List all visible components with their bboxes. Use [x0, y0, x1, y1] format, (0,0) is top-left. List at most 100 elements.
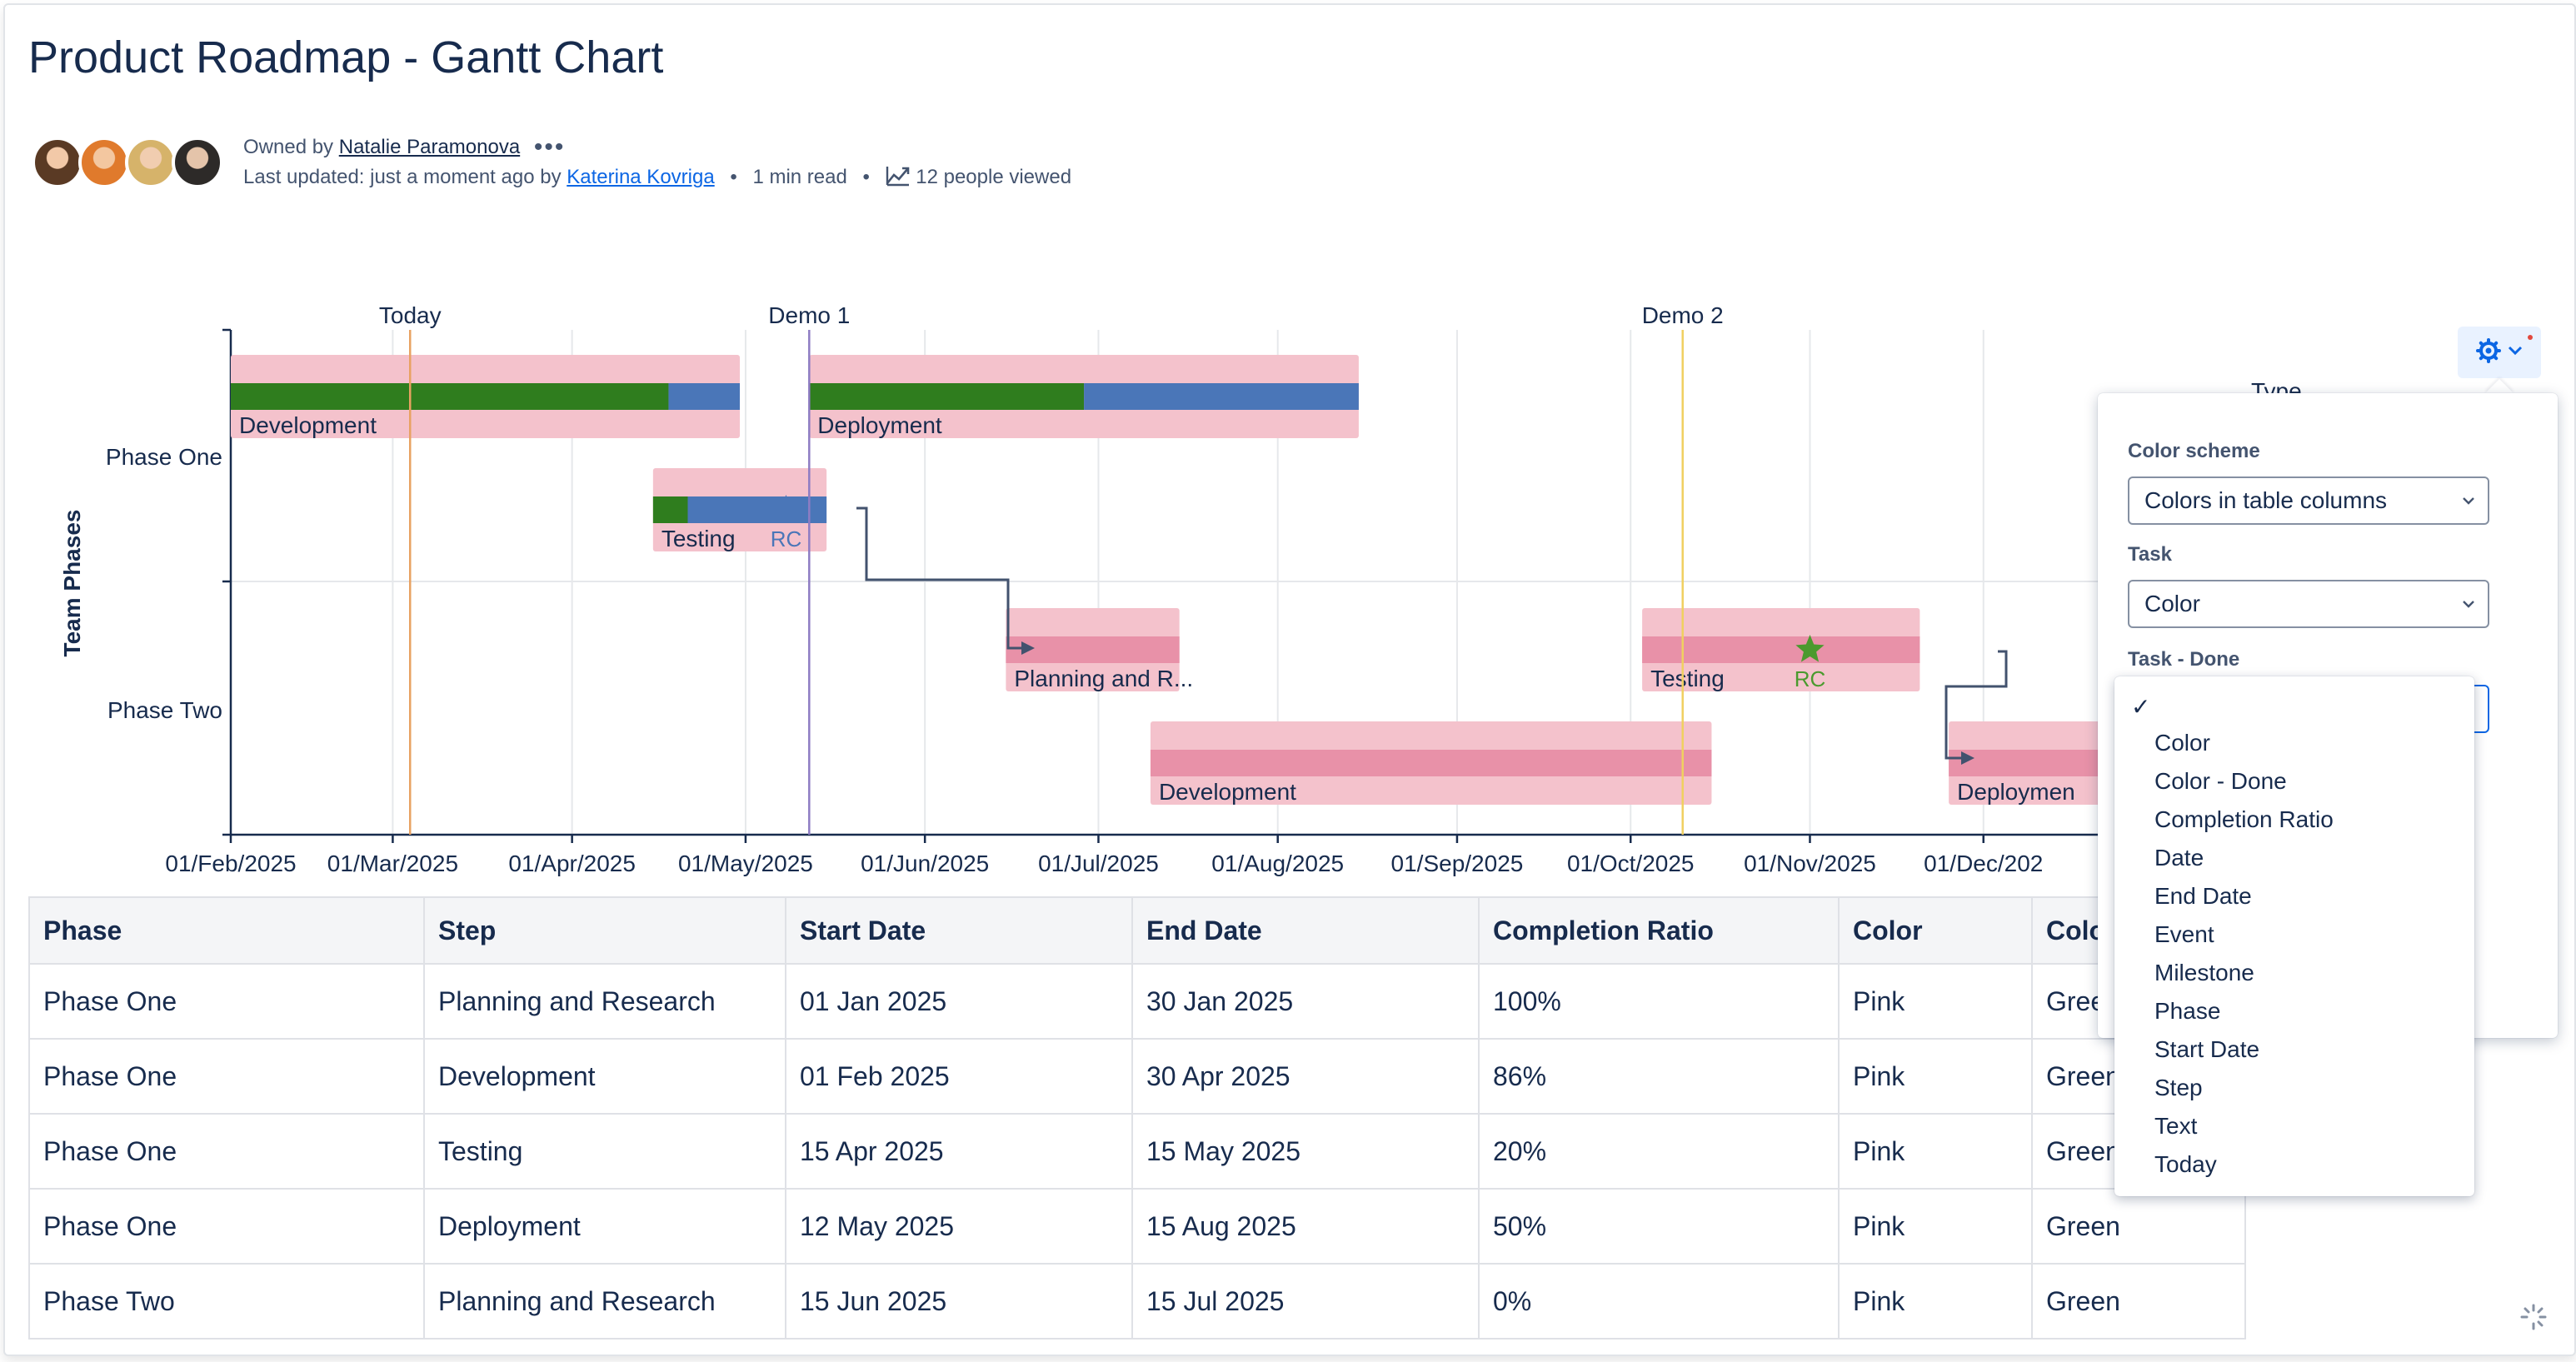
dropdown-option[interactable]: Completion Ratio	[2154, 806, 2334, 832]
dropdown-option[interactable]: Text	[2154, 1113, 2198, 1139]
milestone-star-icon	[1795, 635, 1825, 662]
task-label: Task	[2128, 543, 2172, 566]
owner-line: Owned by Natalie Paramonova •••	[243, 133, 565, 162]
x-tick-label: 01/Nov/2025	[1744, 851, 1876, 876]
view-count[interactable]: 12 people viewed	[916, 166, 1072, 188]
updated-line: Last updated: just a moment ago by Kater…	[243, 165, 1071, 192]
task-color-value: Color	[2144, 591, 2200, 616]
table-cell: 01 Feb 2025	[785, 1038, 1133, 1115]
arrow-head-icon	[1021, 641, 1035, 655]
bar-label: Testing	[661, 526, 736, 551]
task-done-label: Task - Done	[2128, 648, 2240, 671]
dropdown-option[interactable]: Date	[2154, 845, 2204, 871]
dropdown-option[interactable]: Phase	[2154, 998, 2221, 1024]
table-cell: Phase One	[28, 1113, 425, 1190]
bar-label: Testing	[1650, 666, 1725, 691]
chevron-down-icon	[2461, 581, 2476, 643]
bar-label: Planning and R...	[1014, 666, 1193, 691]
table-cell: Planning and Research	[423, 1263, 786, 1340]
bar-remaining	[668, 383, 740, 410]
table-header[interactable]: Start Date	[785, 896, 1133, 965]
owner-link[interactable]: Natalie Paramonova	[338, 136, 521, 158]
table-cell: Pink	[1838, 1038, 2033, 1115]
dropdown-option[interactable]: Today	[2154, 1151, 2217, 1177]
table-cell: Development	[423, 1038, 786, 1115]
bar-label: Development	[239, 412, 377, 438]
table-row: Phase One Planning and Research 01 Jan 2…	[28, 963, 2246, 1040]
table-header-row: Phase Step Start Date End Date Completio…	[28, 896, 2246, 965]
task-color-select[interactable]: Color	[2128, 580, 2489, 628]
separator: •	[862, 166, 870, 188]
color-scheme-label: Color scheme	[2128, 440, 2260, 462]
table-row: Phase Two Planning and Research 15 Jun 2…	[28, 1263, 2246, 1340]
color-scheme-select[interactable]: Colors in table columns	[2128, 476, 2489, 525]
table-cell: 12 May 2025	[785, 1188, 1133, 1265]
gear-icon	[2476, 337, 2501, 367]
table-row: Phase One Development 01 Feb 2025 30 Apr…	[28, 1038, 2246, 1115]
y-row-label: Phase One	[106, 444, 222, 470]
table-header[interactable]: Completion Ratio	[1478, 896, 1840, 965]
table-cell: Green	[2031, 1263, 2246, 1340]
table-row: Phase One Testing 15 Apr 2025 15 May 202…	[28, 1113, 2246, 1190]
page-title: Product Roadmap - Gantt Chart	[28, 32, 664, 82]
table-cell: Green	[2031, 1188, 2246, 1265]
bar-progress	[1006, 636, 1180, 663]
bar-label: Deployment	[817, 412, 942, 438]
table-header[interactable]: End Date	[1131, 896, 1480, 965]
x-tick-label: 01/May/2025	[678, 851, 813, 876]
table-row: Phase One Deployment 12 May 2025 15 Aug …	[28, 1188, 2246, 1265]
dependency-arrow	[1944, 650, 2008, 760]
updated-label: Last updated: just a moment ago by	[243, 166, 562, 188]
bar-progress	[1642, 636, 1920, 663]
table-header[interactable]: Step	[423, 896, 786, 965]
dropdown-option[interactable]: Color	[2154, 730, 2210, 756]
chart-settings-button[interactable]	[2458, 327, 2541, 378]
dropdown-option[interactable]: Event	[2154, 921, 2214, 947]
table-header[interactable]: Phase	[28, 896, 425, 965]
dropdown-option[interactable]: Milestone	[2154, 960, 2254, 985]
dropdown-option[interactable]: Start Date	[2154, 1036, 2260, 1062]
x-tick-label: 01/Mar/2025	[327, 851, 458, 876]
table-cell: 15 Jun 2025	[785, 1263, 1133, 1340]
table-cell: Pink	[1838, 1113, 2033, 1190]
gantt-bar: Planning and R...	[1006, 608, 1193, 691]
bar-done	[231, 383, 669, 410]
gantt-bar: Development	[231, 355, 740, 438]
table-header[interactable]: Color	[1838, 896, 2033, 965]
avatar[interactable]	[32, 137, 83, 188]
analytics-icon[interactable]	[886, 165, 911, 192]
dropdown-option[interactable]: Color - Done	[2154, 768, 2287, 794]
dependency-arrow	[856, 506, 1030, 650]
bar-remaining	[687, 496, 827, 523]
bar-remaining	[1084, 383, 1359, 410]
bar-done	[809, 383, 1085, 410]
arrow-head-icon	[1961, 751, 1974, 765]
x-tick-label: 01/Feb/2025	[165, 851, 296, 876]
more-actions-icon[interactable]: •••	[533, 133, 566, 161]
updater-link[interactable]: Katerina Kovriga	[567, 166, 715, 188]
check-icon[interactable]: ✓	[2131, 694, 2151, 720]
separator: •	[730, 166, 737, 188]
x-tick-label: 01/Apr/2025	[508, 851, 636, 876]
marker-label: Demo 1	[768, 302, 850, 328]
owned-by-label: Owned by	[243, 136, 334, 158]
table-cell: 50%	[1478, 1188, 1840, 1265]
table-cell: 0%	[1478, 1263, 1840, 1340]
bar-label: Deploymen	[1957, 779, 2075, 805]
avatar[interactable]	[125, 137, 177, 188]
x-tick-label: 01/Jul/2025	[1038, 851, 1159, 876]
y-axis-title: Team Phases	[59, 510, 85, 657]
table-cell: Pink	[1838, 1263, 2033, 1340]
dropdown-option[interactable]: End Date	[2154, 883, 2252, 909]
chevron-down-icon	[2508, 345, 2523, 360]
bar-label: Development	[1159, 779, 1296, 805]
avatar[interactable]	[78, 137, 130, 188]
table-cell: 01 Jan 2025	[785, 963, 1133, 1040]
avatar[interactable]	[172, 137, 223, 188]
table-cell: 15 Jul 2025	[1131, 1263, 1480, 1340]
x-tick-label: 01/Jun/2025	[861, 851, 989, 876]
table-cell: Phase One	[28, 1038, 425, 1115]
dropdown-option[interactable]: Step	[2154, 1075, 2203, 1100]
color-scheme-value: Colors in table columns	[2144, 487, 2388, 513]
